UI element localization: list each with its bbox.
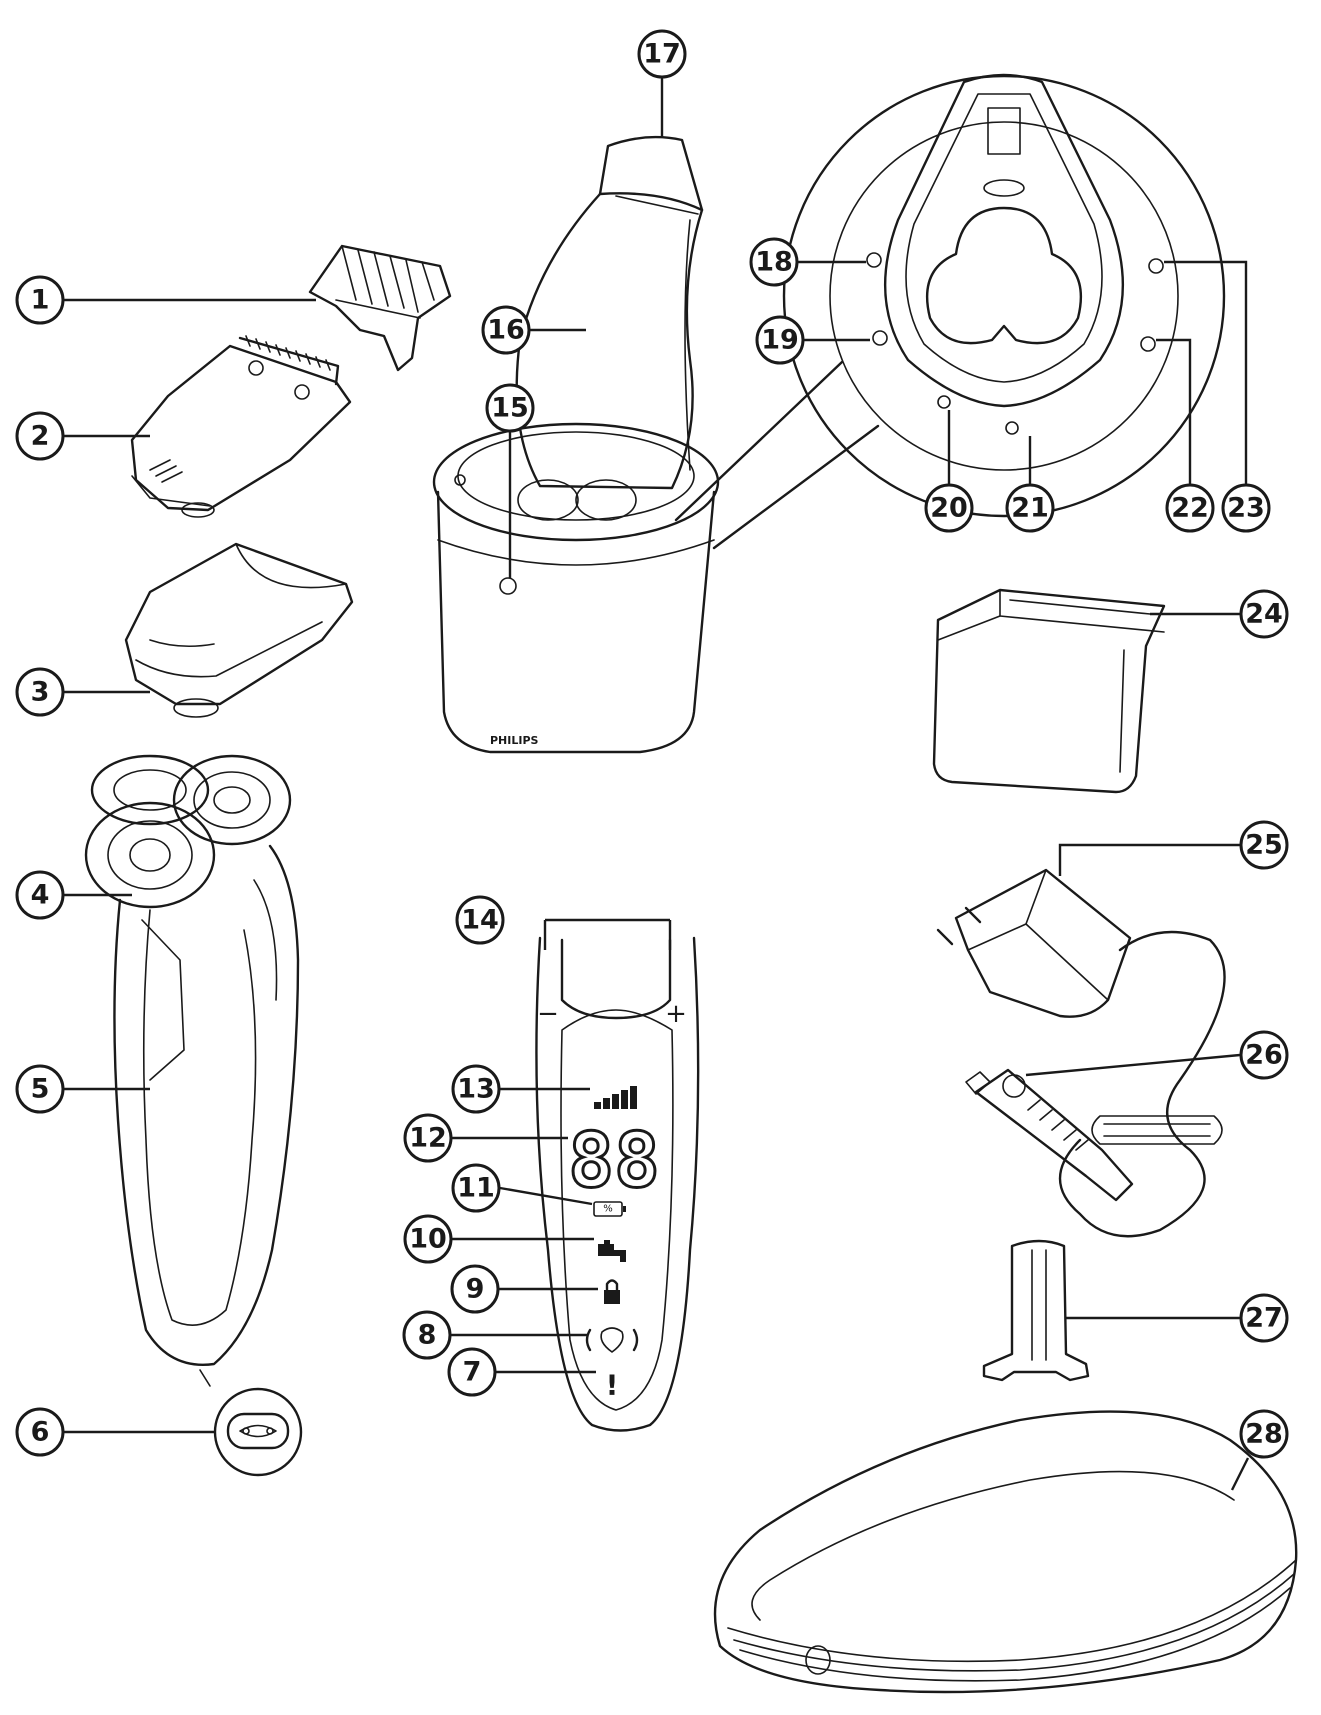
callout-23: 23 [1221,483,1271,533]
water-tap-icon [598,1240,626,1262]
svg-text:24: 24 [1245,599,1283,630]
callout-13: 13 [451,1064,501,1114]
mode-icon [937,395,951,409]
signal-bar-3 [612,1094,619,1109]
svg-text:9: 9 [466,1274,485,1305]
callout-4: 4 [15,870,65,920]
shaver-illustration [84,754,303,1477]
check-icon [1140,336,1156,352]
svg-text:6: 6 [31,1417,50,1448]
svg-text:17: 17 [643,39,681,70]
power-adapter-illustration [936,868,1226,1238]
svg-text:3: 3 [31,677,50,708]
callout-28: 28 [1239,1409,1289,1459]
svg-text:10: 10 [409,1224,447,1255]
svg-text:12: 12 [409,1123,447,1154]
callout-16: 16 [481,305,531,355]
warning-icon: ! [606,1369,619,1402]
callout-21: 21 [1005,483,1055,533]
callout-15: 15 [485,383,535,433]
leader-lines [64,78,1250,1491]
minus-sign: − [537,999,559,1029]
svg-text:21: 21 [1011,493,1049,524]
svg-text:23: 23 [1227,493,1265,524]
callout-17: 17 [637,29,687,79]
callout-22: 22 [1165,483,1215,533]
callout-11: 11 [451,1163,501,1213]
svg-text:28: 28 [1245,1419,1283,1450]
callout-18: 18 [749,237,799,287]
callout-3: 3 [15,667,65,717]
svg-text:18: 18 [755,247,793,278]
svg-text:5: 5 [31,1074,50,1105]
svg-text:25: 25 [1245,830,1283,861]
callout-20: 20 [924,483,974,533]
power-icon [866,252,882,268]
callout-10: 10 [403,1214,453,1264]
callout-19: 19 [755,315,805,365]
callout-26: 26 [1239,1030,1289,1080]
lock-icon [604,1290,620,1304]
svg-text:11: 11 [457,1173,495,1204]
refresh-icon [1005,421,1019,435]
svg-text:20: 20 [930,493,968,524]
svg-text:8: 8 [418,1320,437,1351]
callout-9: 9 [450,1264,500,1314]
svg-text:2: 2 [31,421,50,452]
callout-12: 12 [403,1113,453,1163]
svg-text:16: 16 [487,315,525,346]
plus-sign: + [665,999,687,1029]
precision-trimmer-illustration [130,335,352,518]
svg-text:19: 19 [761,325,799,356]
display-panel-illustration: 88 − + % ! [535,936,700,1432]
base-brand-text: PHILIPS [490,734,539,747]
callout-24: 24 [1239,589,1289,639]
cleaning-cartridge-illustration [932,588,1166,794]
empty-cartridge-icon [1148,258,1164,274]
battery-icon [593,1201,623,1217]
svg-text:1: 1 [31,285,50,316]
clean-icon [872,330,888,346]
svg-text:26: 26 [1245,1040,1283,1071]
svg-text:13: 13 [457,1074,495,1105]
callout-1: 1 [15,275,65,325]
callout-2: 2 [15,411,65,461]
cleaning-system-illustration: PHILIPS [432,135,880,754]
signal-bar-4 [621,1090,628,1109]
battery-percent-sign: % [603,1204,613,1215]
signal-bar-2 [603,1098,610,1109]
head-holder-illustration [982,1239,1090,1382]
svg-text:22: 22 [1171,493,1209,524]
svg-text:27: 27 [1245,1303,1283,1334]
callout-5: 5 [15,1064,65,1114]
display-digits: 88 [568,1116,660,1205]
signal-bar-5 [630,1086,637,1109]
styler-illustration [124,542,354,718]
signal-bar-1 [594,1102,601,1109]
svg-text:4: 4 [31,880,50,911]
callout-25: 25 [1239,820,1289,870]
callout-14: 14 [455,895,505,945]
svg-text:15: 15 [491,393,529,424]
travel-pouch-illustration [713,1410,1298,1694]
cleaning-base-top-view [782,73,1226,518]
callout-8: 8 [402,1310,452,1360]
callout-7: 7 [447,1347,497,1397]
svg-text:7: 7 [463,1357,482,1388]
callout-27: 27 [1239,1293,1289,1343]
callout-6: 6 [15,1407,65,1457]
svg-text:14: 14 [461,905,499,936]
beard-comb-illustration [308,244,452,372]
head-replacement-icon [600,1327,624,1353]
